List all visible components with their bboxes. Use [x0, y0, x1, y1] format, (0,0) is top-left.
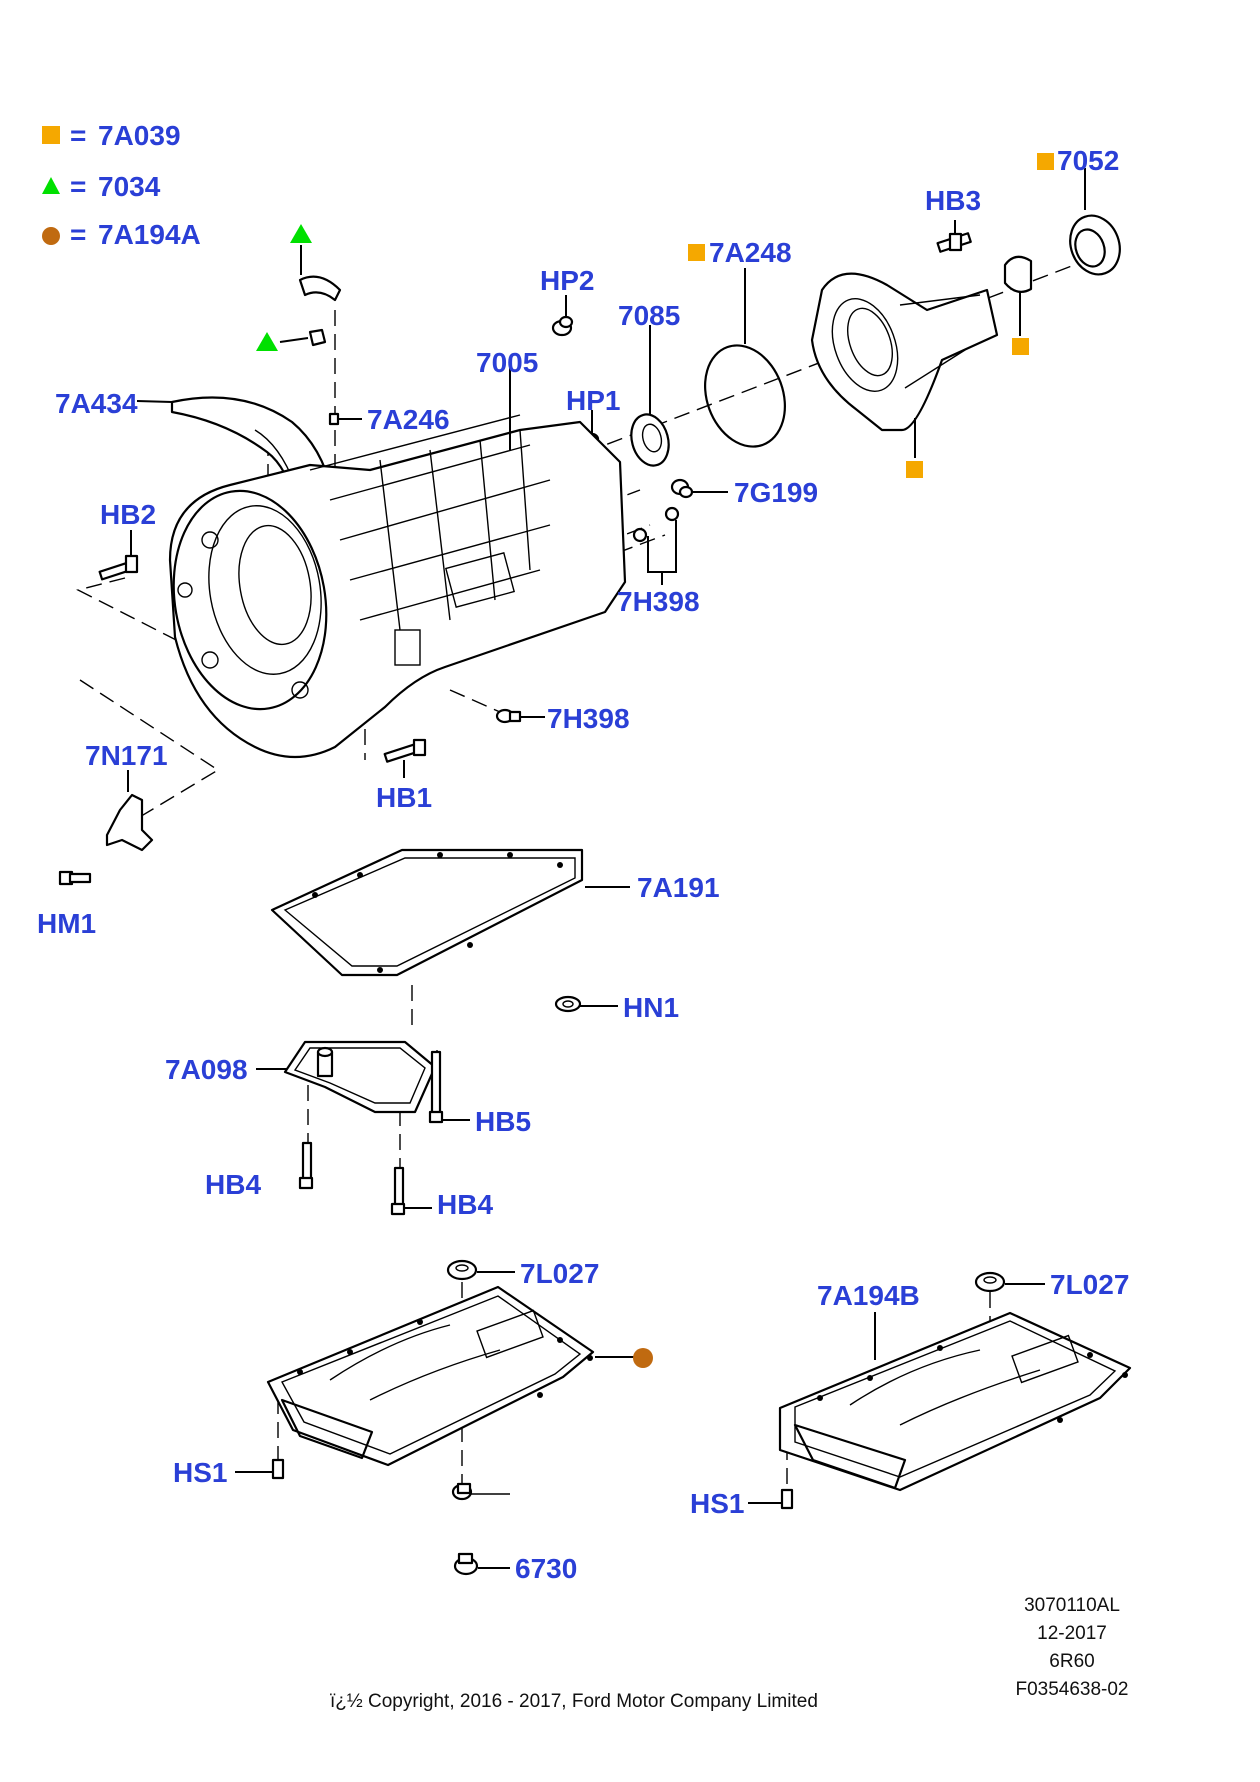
part-7H398-lower	[495, 708, 545, 724]
part-7H398-upper	[632, 506, 680, 585]
label-7A191: 7A191	[637, 872, 720, 903]
label-HP1: HP1	[566, 385, 620, 416]
illustration-date: 12-2017	[1037, 1623, 1107, 1644]
label-7L027-right: 7L027	[1050, 1269, 1129, 1300]
legend-square-code: 7A039	[98, 120, 181, 151]
legend-circle-eq: =	[70, 219, 86, 250]
legend-triangle-eq: =	[70, 171, 86, 202]
label-7L027-left: 7L027	[520, 1258, 599, 1289]
part-7G199	[670, 478, 728, 499]
label-HS1-left: HS1	[173, 1457, 227, 1488]
reference-number: F0354638-02	[1015, 1679, 1128, 1700]
illustration-code: 3070110AL	[1024, 1595, 1120, 1616]
part-7A248-o-ring	[704, 268, 786, 448]
part-6730-drain-plug	[453, 1552, 510, 1576]
part-HB5-bolt	[428, 1050, 470, 1124]
label-HN1: HN1	[623, 992, 679, 1023]
label-6730: 6730	[515, 1553, 577, 1584]
label-HM1: HM1	[37, 908, 96, 939]
part-7005-transmission-case	[168, 368, 627, 759]
label-7N171: 7N171	[85, 740, 168, 771]
label-7052: 7052	[1057, 145, 1119, 176]
label-7005: 7005	[476, 347, 538, 378]
part-7A194A-oil-pan	[266, 1285, 653, 1467]
part-7A194B-oil-pan	[778, 1311, 1132, 1492]
callout-labels: 7052 HB3 7A248 HP2 7085 7005 HP1 7A434 7…	[37, 145, 1129, 1584]
label-HP2: HP2	[540, 265, 594, 296]
part-7L027-washer-left	[446, 1259, 515, 1281]
transmission-model: 6R60	[1049, 1651, 1094, 1672]
part-HB2-bolt	[98, 530, 139, 581]
part-7085-seal	[630, 325, 670, 467]
square-marker-housing	[906, 461, 923, 478]
label-HB4-left: HB4	[205, 1169, 261, 1200]
square-marker-7052	[1037, 153, 1054, 170]
part-7A246	[328, 412, 362, 426]
part-7A191-gasket	[270, 848, 630, 977]
label-HB3: HB3	[925, 185, 981, 216]
label-HB5: HB5	[475, 1106, 531, 1137]
part-7034-tube	[256, 224, 342, 351]
part-HN1-nut	[554, 995, 618, 1013]
label-7A248: 7A248	[709, 237, 792, 268]
legend-triangle-symbol	[42, 177, 60, 194]
label-HB1: HB1	[376, 782, 432, 813]
legend-square-eq: =	[70, 120, 86, 151]
part-7L027-washer-right	[974, 1271, 1045, 1293]
part-HB3-bolt	[936, 220, 972, 253]
part-HB4-bolt-right	[390, 1166, 432, 1216]
part-HS1-bolt-right	[748, 1488, 794, 1510]
label-7085: 7085	[618, 300, 680, 331]
square-marker-bushing	[1012, 338, 1029, 355]
label-7H398-lower: 7H398	[547, 703, 630, 734]
part-7A098-filter	[256, 1040, 437, 1114]
label-HB4-right: HB4	[437, 1189, 493, 1220]
circle-marker-7A194A	[633, 1348, 653, 1368]
part-7052-seal	[1069, 168, 1121, 276]
legend-square-symbol	[42, 126, 60, 144]
legend-circle-symbol	[42, 227, 60, 245]
label-7A098: 7A098	[165, 1054, 248, 1085]
legend: = 7A039 = 7034 = 7A194A	[42, 120, 201, 250]
part-extension-housing	[810, 272, 999, 458]
label-7A434: 7A434	[55, 388, 138, 419]
label-HB2: HB2	[100, 499, 156, 530]
part-HB4-bolt-left	[298, 1141, 314, 1190]
label-7A246: 7A246	[367, 404, 450, 435]
triangle-marker-left	[256, 332, 278, 351]
legend-circle-code: 7A194A	[98, 219, 201, 250]
part-HM1-bolt	[58, 870, 92, 886]
label-7A194B: 7A194B	[817, 1280, 920, 1311]
label-7G199: 7G199	[734, 477, 818, 508]
part-HS1-bolt-left	[235, 1458, 285, 1480]
copyright-notice: ï¿½ Copyright, 2016 - 2017, Ford Motor C…	[330, 1691, 818, 1712]
legend-triangle-code: 7034	[98, 171, 161, 202]
triangle-marker-top	[290, 224, 312, 243]
square-marker-7A248	[688, 244, 705, 261]
label-7H398-upper: 7H398	[617, 586, 700, 617]
part-HB1-bolt	[383, 738, 427, 778]
part-7N171-bracket	[105, 770, 154, 852]
diagram-footer: 3070110AL 12-2017 6R60 F0354638-02 ï¿½ C…	[330, 1595, 1129, 1712]
label-HS1-right: HS1	[690, 1488, 744, 1519]
part-HP2-plug	[551, 295, 574, 337]
part-extension-bushing	[1003, 255, 1033, 336]
part-drain-plug-stack	[451, 1482, 510, 1501]
